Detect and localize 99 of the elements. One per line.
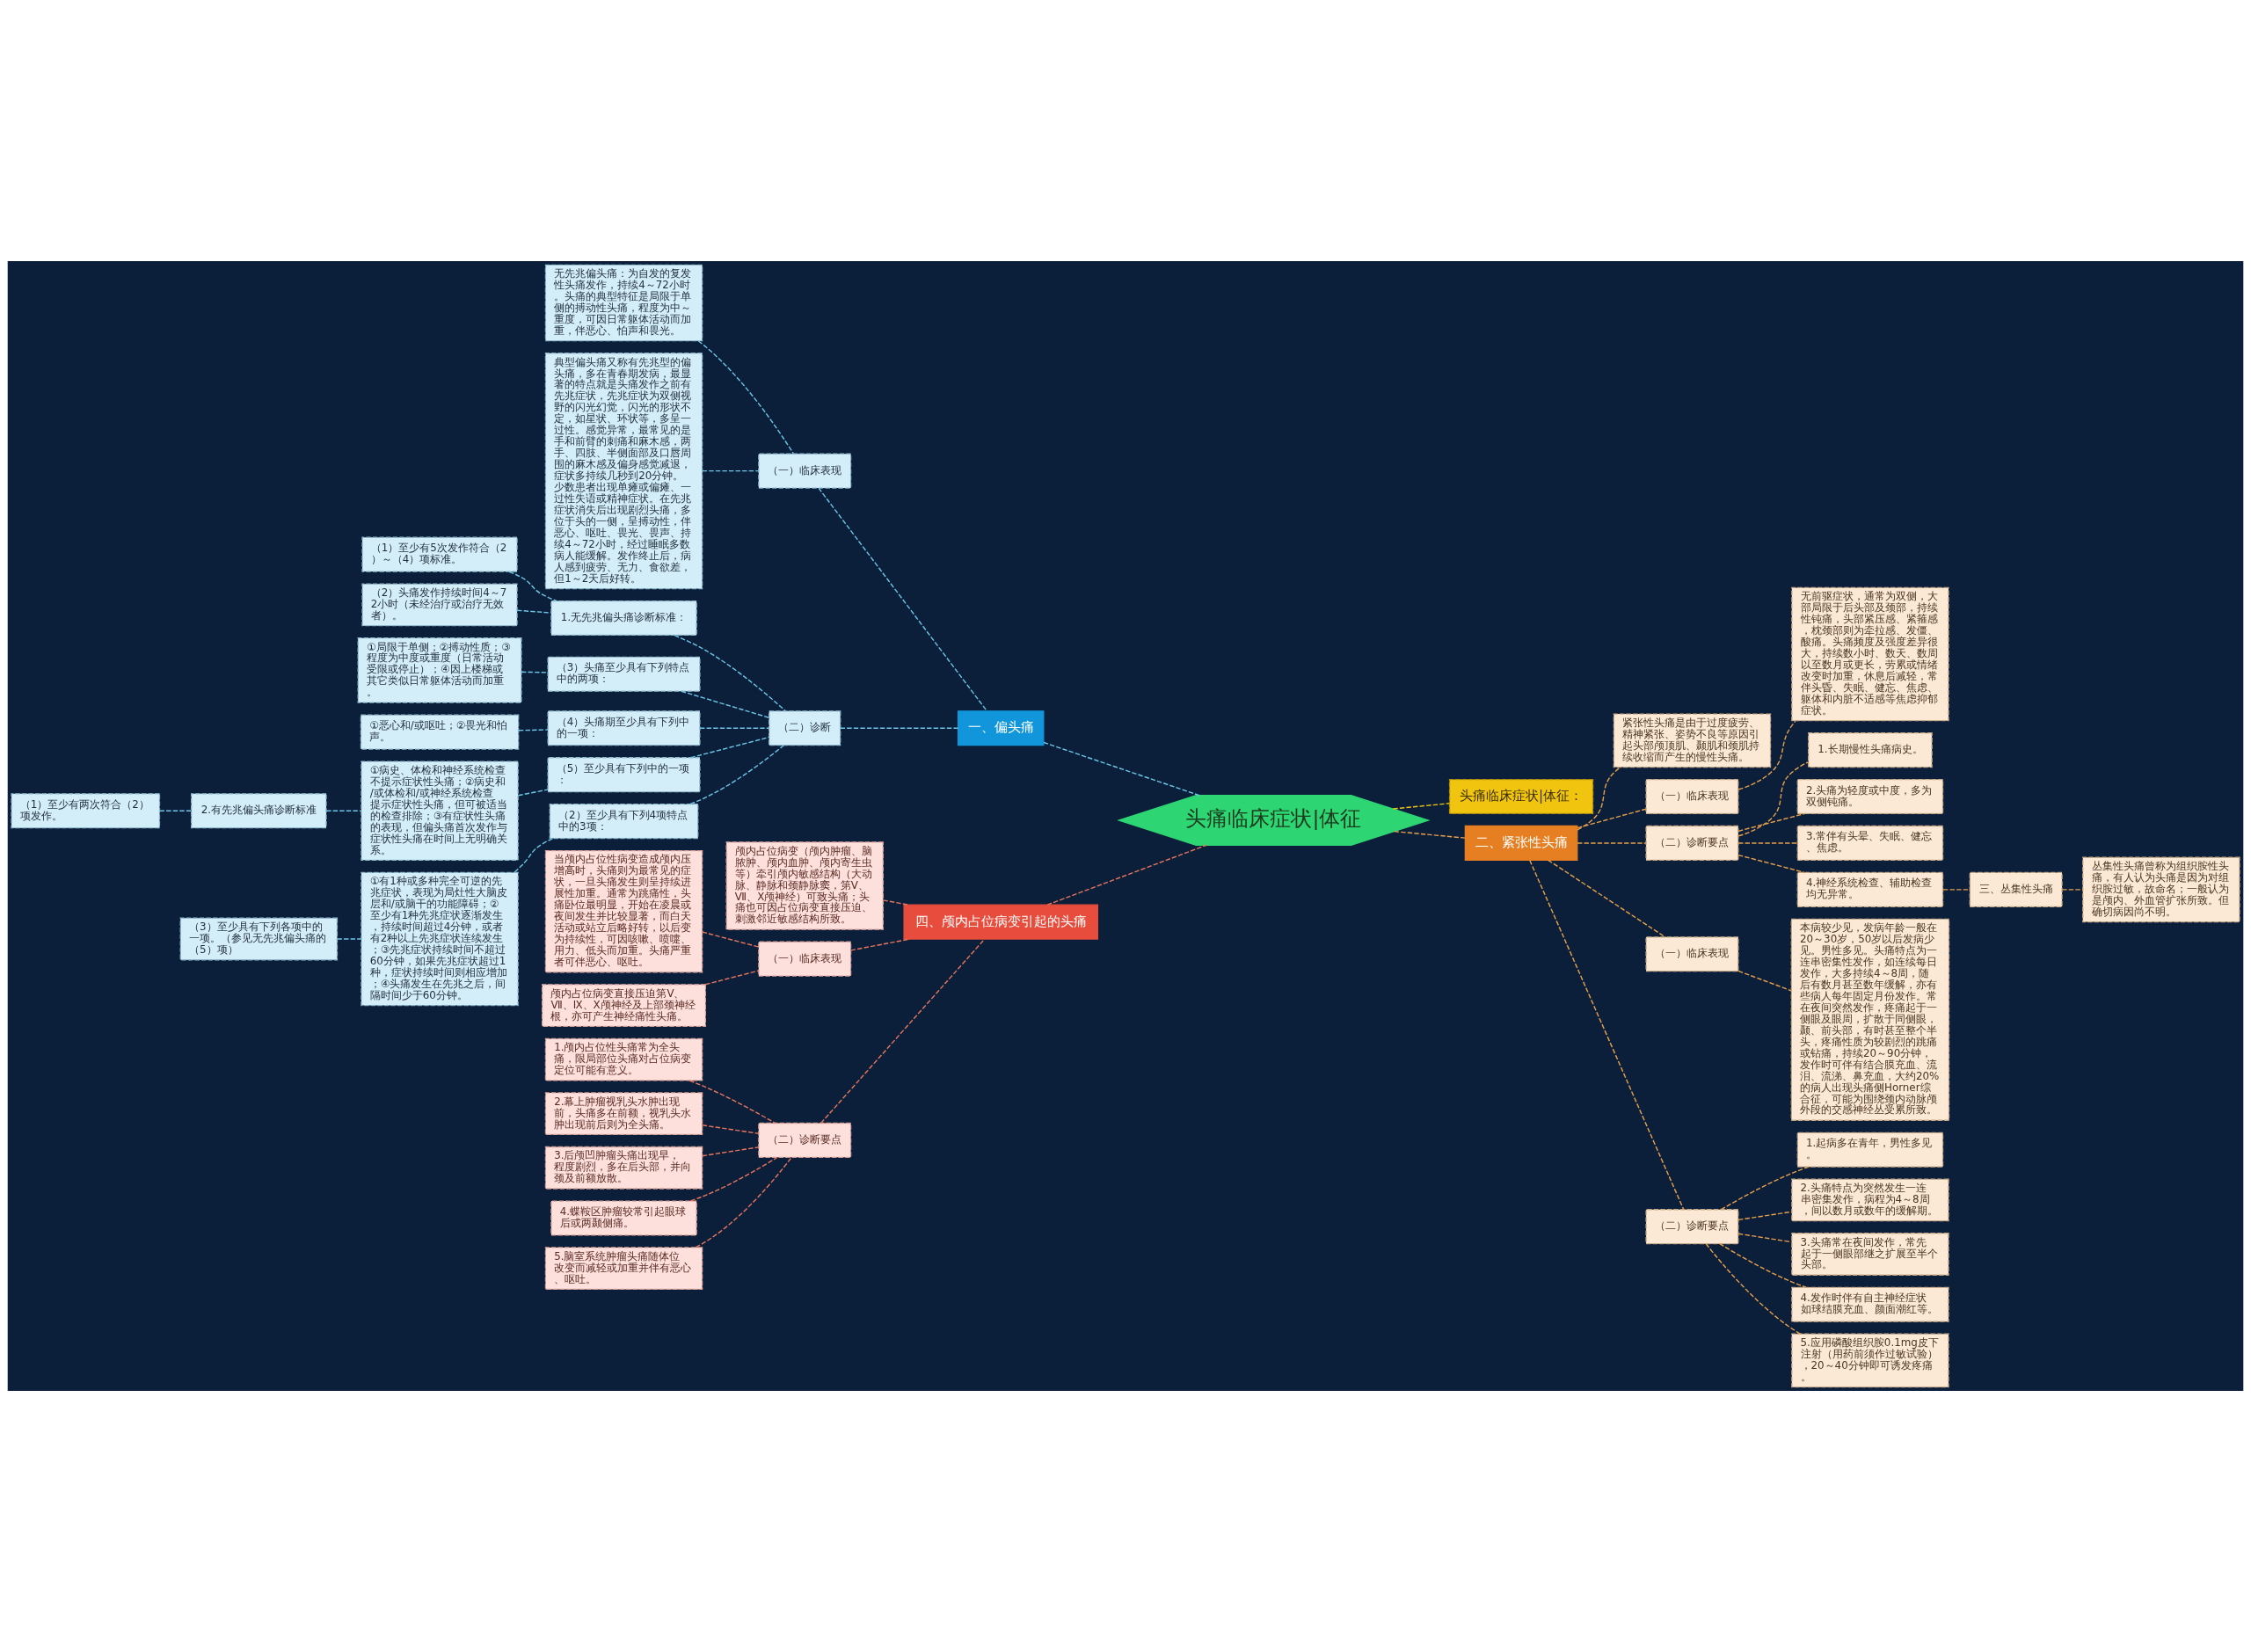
connector (689, 736, 770, 759)
connector (336, 938, 362, 940)
node-box: （3）至少具有下列各项中的一项。（参见无先兆偏头痛的（5）项） (179, 917, 339, 961)
node-box: 3.常伴有头晕、失眠、健忘、焦虑。 (1796, 825, 1944, 861)
node-box: 无先兆偏头痛：为自发的复发性头痛发作，持续4～72小时。头痛的典型特征是局限于单侧的搏动性头痛，程度为中～重度，可因日常躯体活动而加重，伴恶心、怕声和畏光。 (544, 264, 703, 342)
connector (1737, 720, 1796, 790)
node-box: 丛集性头痛曾称为组织胺性头痛，有人认为头痛是因为对组织胺过敏，故命名；一般认为是颅内、外血管扩张所致。但确切病因尚不明。 (2082, 856, 2240, 923)
connector (1577, 767, 1621, 831)
node-box: 2.头痛为轻度或中度，多为双侧钝痛。 (1796, 778, 1944, 815)
node-box: 2.头痛特点为突然发生一连串密集发作，病程为4～8周，间以数月或数年的缓解期。 (1791, 1178, 1949, 1222)
node-box: （4）头痛期至少具有下列中的一项： (547, 710, 701, 746)
connector (704, 970, 760, 986)
node-box: （一）临床表现 (1645, 778, 1739, 815)
connector (818, 487, 988, 712)
node-box: （二）诊断 (769, 710, 841, 746)
node-box: 5.脑室系统肿瘤头痛随体位改变而减轻或加重并伴有恶心、呕吐。 (544, 1247, 703, 1291)
connector (820, 938, 986, 1124)
node-box: 4.蝶鞍区肿瘤较常引起眼球后或两颞侧痛。 (550, 1200, 697, 1236)
connector (1392, 803, 1451, 810)
node-box: ①病史、体检和神经系统检查不提示症状性头痛；②病史和/或体检和/或神经系统检查提示症状性头痛，但可被适当的检查排除；③有症状性头痛的表现，但偏头痛首次发作与症状性头痛在时间上无明确关系。 (361, 761, 519, 861)
node-box: 1.颅内占位性头痛常为全头痛，限局部位头痛对占位病变定位可能有意义。 (544, 1037, 703, 1081)
connector (517, 789, 549, 797)
connector (1737, 1211, 1793, 1221)
connector (1737, 842, 1798, 844)
connector (1577, 842, 1647, 844)
connector (681, 690, 770, 719)
node-box: （1）至少有两次符合（2）项发作。 (11, 793, 161, 829)
node-box: 4.神经系统检查、辅助检查均无异常。 (1796, 871, 1944, 907)
connector (689, 745, 784, 805)
connector (1737, 970, 1792, 992)
node-box: 四、颅内占位病变引起的头痛 (903, 904, 1098, 940)
connector (1548, 859, 1666, 938)
connector (1046, 844, 1207, 906)
node-box: （一）临床表现 (1645, 936, 1739, 972)
connector (1393, 830, 1466, 839)
connector (1705, 1243, 1802, 1335)
connector (325, 810, 362, 811)
connector (702, 1146, 760, 1157)
node-box: （2）至少具有下列4项特点中的3项： (549, 804, 699, 840)
node-box: （1）至少有5次发作符合（2）～（4）项标准。 (361, 536, 518, 572)
node-box: 一、偏头痛 (958, 710, 1045, 746)
node-box: 1.起病多在青年，男性多见。 (1796, 1132, 1944, 1168)
node-box: 当颅内占位性病变造成颅内压增高时，头痛则为最常见的症状，一旦头痛发生则呈持续进展性加重。通常为跳痛性，头痛卧位最明显，开始在凌晨或夜间发生并比较显著，而白天活动或站立后略好转，以后变为持续性，可因咳嗽、喷嚏、用力、低头而加重。头痛严重者可伴恶心、呕吐。 (544, 849, 703, 973)
connector (688, 1080, 776, 1124)
node-box: （二）诊断要点 (1645, 1209, 1739, 1245)
node-box: 紧张性头痛是由于过度疲劳、精神紧张、姿势不良等原因引起头部颅顶肌、颞肌和颈肌持续收缩而产生的慢性头痛。 (1613, 713, 1772, 768)
connector (1942, 889, 1971, 891)
node-box: （二）诊断要点 (1645, 825, 1739, 861)
connector (1737, 854, 1805, 874)
node-box: （一）临床表现 (758, 941, 852, 977)
node-box: 3.后颅凹肿瘤头痛出现早，程度剧烈，多在后头部，并向颈及前额放散。 (544, 1146, 703, 1190)
connector (702, 1124, 760, 1134)
connector (1719, 1243, 1807, 1288)
node-box: 无前驱症状，通常为双侧，大部局限于后头部及颈部，持续性钝痛，头部紧压感、紧箍感，枕颈部则为牵拉感、发僵、酸痛。头痛频度及强度差异很大，持续数小时、数天、数周以至数月或更长，劳累或情绪改变时加重，休息后减轻，常伴头昏、失眠、健忘、焦虑、躯体和内脏不适感等焦虑抑郁症状。 (1791, 586, 1949, 722)
node-box: 头痛临床症状|体征： (1448, 778, 1594, 815)
connector (518, 729, 549, 731)
node-box: （二）诊断要点 (758, 1122, 852, 1158)
node-box: 1.无先兆偏头痛诊断标准： (550, 600, 697, 637)
connector (1043, 741, 1200, 797)
connector (1720, 1166, 1810, 1211)
connector (516, 609, 552, 614)
node-box: 颅内占位病变（颅内肿瘤、脑脓肿、颅内血肿、颅内寄生虫等）牵引颅内敏感结构（大动脉、静脉和颈静脉窦，第Ⅴ、Ⅶ、Ⅹ颅神经）可致头痛；头痛也可因占位病变直接压迫、刺激邻近敏感结构所致。 (725, 841, 884, 930)
connector (1737, 812, 1805, 832)
connector (695, 1156, 792, 1248)
connector (514, 837, 554, 873)
node-box: （3）头痛至少具有下列特点中的两项： (547, 656, 701, 692)
node-box: 2.有先兆偏头痛诊断标准 (191, 793, 327, 829)
node-box: 三、丛集性头痛 (1969, 871, 2063, 907)
node-box: （2）头痛发作持续时间4～72小时（未经治疗或治疗无效者）。 (361, 583, 518, 627)
node-box: ①局限于单侧；②搏动性质；③程度为中度或重度（日常活动受限或停止）；④因上楼梯或其它类似日常躯体活动而加重。 (357, 637, 522, 703)
node-box: 二、紧张性头痛 (1464, 825, 1578, 861)
connector (1737, 1233, 1793, 1243)
connector (521, 671, 549, 673)
node-box: 本病较少见，发病年龄一般在20～30岁，50岁以后发病少见。男性多见。头痛特点为一连串密集性发作，如连续每日发作，大多持续4～8周，随后有数月甚至数年缓解，亦有些病人每年固定月份发作。常在夜间突然发作，疼痛起于一侧眼及眼周，扩散于同侧眼，颞、前头部，有时甚至整个半头，疼痛性质为较剧烈的跳痛或钻痛，持续20～90分钟，发作时可伴有结合膜充血、流泪、流涕、鼻充血，大约20%的病人出现头痛侧Horner综合征，可能为围绕颈内动脉颅外段的交感神经丛受累所致。 (1790, 918, 1950, 1121)
node-box: 5.应用磷酸组织胺0.1mg皮下注射（用药前须作过敏试验），20～40分钟即可诱发疼痛。 (1791, 1333, 1949, 1388)
connector (702, 931, 760, 948)
node-box: （5）至少具有下列中的一项： (547, 757, 701, 793)
connector (699, 727, 770, 729)
node-box: 典型偏头痛又称有先兆型的偏头痛，多在青春期发病，最显著的特点就是头痛发作之前有先兆症状，先兆症状为双侧视野的闪光幻觉，闪光的形状不定，如星状、环状等，多呈一过性。感觉异常，最常见的是手和前臂的刺痛和麻木感，两手、四肢、半侧面部及口唇周围的麻木感及偏身感觉减退，症状多持续几秒到20分钟。少数患者出现单瘫或偏瘫、一过性失语或精神症状。在先兆症状消失后出现剧烈头痛，多位于头的一侧，呈搏动性，伴恶心、呕吐、畏光、畏声、持续4～72小时，经过睡眠多数病人能缓解。发作终止后，病人感到疲劳、无力、食欲差，但1～2天后好转。 (544, 353, 703, 590)
node-box: 1.长期慢性头痛病史。 (1808, 732, 1933, 768)
connector (840, 727, 959, 729)
connector (697, 340, 795, 455)
node-box: 颅内占位病变直接压迫第Ⅴ、Ⅶ、Ⅸ、Ⅹ颅神经及上部颈神经根，亦可产生神经痛性头痛。 (542, 984, 707, 1027)
connector (1737, 761, 1810, 837)
node-box: ①有1种或多种完全可逆的先兆症状，表现为局灶性大脑皮层和/或脑干的功能障碍；②至少有1种先兆症状逐渐发生，持续时间超过4分钟，或者有2种以上先兆症状连续发生；③先兆症状持续时间不超过60分钟，如果先兆症状超过1种，症状持续时间则相应增加；④头痛发生在先兆之后，间隔时间少于60分钟。 (361, 871, 519, 1007)
connector (882, 899, 908, 906)
connector (689, 1156, 778, 1202)
node-box: 2.幕上肿瘤视乳头水肿出现前，头痛多在前额，视乳头水肿出现前后则为全头痛。 (544, 1092, 703, 1136)
node-box: ①恶心和/或呕吐；②畏光和怕声。 (360, 714, 520, 750)
connector (702, 469, 760, 472)
node-box: 3.头痛常在夜间发作，常先起于一侧眼部继之扩展至半个头部。 (1791, 1233, 1949, 1276)
node-box: 4.发作时伴有自主神经症状如球结膜充血、颜面潮红等。 (1791, 1286, 1949, 1322)
connector (158, 810, 193, 811)
node-box: （一）临床表现 (758, 453, 852, 489)
connector (1529, 859, 1685, 1211)
connector (2061, 889, 2084, 891)
connector (508, 571, 557, 602)
connector (674, 634, 786, 712)
connector (1577, 808, 1647, 829)
